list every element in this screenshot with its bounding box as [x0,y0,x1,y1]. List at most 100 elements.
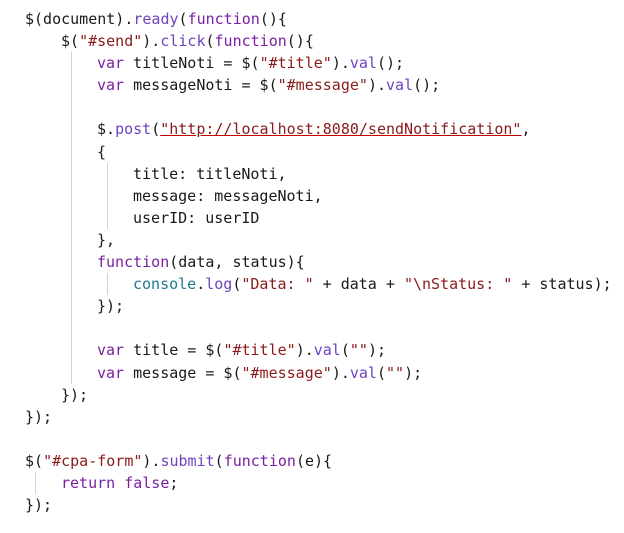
code-token [115,474,124,492]
code-token: ( [205,32,215,51]
code-token: "#message" [241,363,332,382]
code-token: "Data: " [241,275,314,294]
code-token: function [97,253,170,272]
code-token: title = $( [124,341,224,360]
code-token: message = $( [124,363,242,382]
code-token: (data, status){ [169,253,305,272]
code-token: ). [331,363,350,382]
code-line-content: title: titleNoti, [133,163,287,185]
code-token: }); [25,407,53,426]
code-line-content: }); [25,406,52,428]
code-line [25,428,624,450]
code-token: post [115,120,152,139]
code-line-content: $("#send").click(function(){ [61,30,314,52]
indent-guide [71,140,72,163]
indent-guide [107,273,108,296]
code-line: var title = $("#title").val(""); [25,339,624,362]
code-token: (e){ [295,451,333,470]
code-line-content: $(document).ready(function(){ [25,8,287,30]
code-line-content: { [97,141,106,163]
code-line: $(document).ready(function(){ [25,8,624,30]
code-line-content: function(data, status){ [97,251,305,273]
code-line: return false; [25,471,624,495]
code-token: ). [331,54,350,73]
code-line [25,96,624,119]
code-token: { [97,142,107,161]
indent-guide [71,339,72,362]
code-line: }); [25,295,624,318]
code-token: "#title" [259,54,332,73]
code-editor[interactable]: $(document).ready(function(){$("#send").… [25,8,624,533]
code-token: (); [413,76,441,95]
code-token: $. [97,120,116,139]
code-token: ). [142,451,161,470]
code-line: userID: userID [25,206,624,229]
code-token: (){ [286,32,314,51]
code-token: click [160,32,206,51]
code-line-content: $("#cpa-form").submit(function(e){ [25,450,332,472]
code-token: ); [404,363,423,382]
indent-guide [71,118,72,141]
code-token: log [205,275,233,294]
code-token: "#title" [223,341,296,360]
indent-guide [71,206,72,229]
code-token: ( [214,451,224,470]
code-token: "\nStatus: " [403,275,513,294]
indent-guide [107,184,108,207]
code-token: $( [61,32,80,51]
code-line-content: $.post("http://localhost:8080/sendNotifi… [97,118,530,140]
code-token: , [521,120,531,139]
code-line-content: var message = $("#message").val(""); [97,362,422,384]
code-line-content: }); [25,494,52,516]
code-token: title: titleNoti, [133,164,287,183]
code-line: var messageNoti = $("#message").val(); [25,74,624,97]
code-token: messageNoti = $( [124,76,278,95]
indent-guide [71,273,72,296]
code-token: ( [340,341,350,360]
code-token: titleNoti = $( [124,54,260,73]
code-token: return [61,473,116,492]
code-token: "" [349,341,368,360]
code-token: }); [97,297,125,316]
code-line: }); [25,494,624,516]
code-token: function [223,451,296,470]
code-token: submit [160,451,215,470]
code-token: }); [25,496,53,515]
code-token: var [97,363,125,382]
code-token: . [196,275,206,294]
code-token: ( [232,275,242,294]
indent-guide [35,471,36,495]
indent-guide [71,317,72,340]
code-line: }, [25,228,624,252]
code-line: title: titleNoti, [25,162,624,185]
code-token: ). [295,341,314,360]
indent-guide [71,251,72,274]
code-line-content: var messageNoti = $("#message").val(); [97,74,440,96]
code-token: val [349,54,377,73]
code-token: "#cpa-form" [43,451,143,470]
code-token: function [214,32,287,51]
code-token: ( [376,363,386,382]
code-line-content: var titleNoti = $("#title").val(); [97,52,404,74]
code-token: val [313,341,341,360]
code-line-content: userID: userID [133,207,259,229]
code-token: ); [367,341,386,360]
code-token: val [386,76,414,95]
code-line: var titleNoti = $("#title").val(); [25,52,624,75]
code-token: (){ [259,10,287,28]
code-token: function [187,10,260,28]
code-token: ). [142,32,161,51]
code-line: console.log("Data: " + data + "\nStatus:… [25,273,624,296]
code-token: }, [97,230,116,249]
code-line: }); [25,384,624,406]
code-token: var [97,76,125,95]
code-token: message: messageNoti, [133,186,323,205]
code-token: val [349,363,377,382]
code-token-url[interactable]: "http://localhost:8080/sendNotification" [160,120,522,139]
code-token: "" [386,363,405,382]
code-token: false [124,473,170,492]
code-line-content: var title = $("#title").val(""); [97,339,386,361]
code-line: var message = $("#message").val(""); [25,361,624,384]
code-token: (); [376,54,405,73]
indent-guide [71,295,72,318]
